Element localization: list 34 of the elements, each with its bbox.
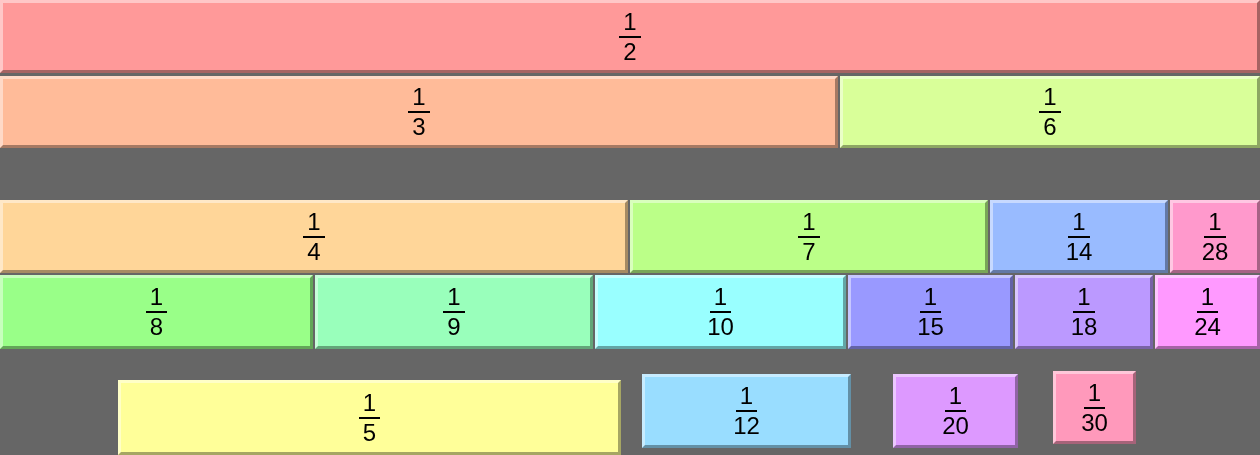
fraction-label: 1 3 [408, 83, 430, 141]
fraction-bar [840, 76, 1260, 148]
fraction-label: 1 2 [619, 7, 641, 66]
fraction-bar [848, 275, 1013, 349]
fraction-bar [1170, 200, 1260, 273]
fraction-bar [0, 76, 838, 148]
fraction-label: 1 14 [1064, 207, 1094, 266]
fraction-label: 1 9 [443, 283, 465, 341]
fraction-label: 1 15 [916, 283, 945, 341]
fraction-label: 1 6 [1039, 83, 1061, 141]
fraction-label: 1 10 [706, 283, 735, 341]
fraction-bar [630, 200, 988, 273]
fraction-label: 1 4 [303, 207, 325, 266]
fraction-label: 1 30 [1080, 378, 1109, 437]
fraction-bar [1015, 275, 1153, 349]
fraction-bar [118, 380, 621, 455]
fraction-bar [1155, 275, 1260, 349]
fraction-bar [0, 275, 313, 349]
fraction-label: 1 28 [1200, 207, 1230, 266]
fraction-bar [1053, 371, 1136, 444]
fraction-bar [315, 275, 593, 349]
fraction-label: 1 8 [145, 283, 168, 341]
fraction-bar [893, 374, 1018, 448]
fraction-bar [595, 275, 846, 349]
fraction-label: 1 5 [358, 388, 381, 447]
fraction-label: 1 20 [941, 382, 970, 440]
fraction-label: 1 24 [1193, 283, 1222, 341]
fraction-label: 1 12 [732, 382, 761, 440]
fraction-bar [0, 200, 628, 273]
fraction-bar [642, 374, 851, 448]
fraction-bar [0, 0, 1260, 73]
fraction-label: 1 18 [1069, 283, 1099, 341]
fraction-label: 1 7 [798, 207, 820, 266]
fraction-bar [990, 200, 1168, 273]
